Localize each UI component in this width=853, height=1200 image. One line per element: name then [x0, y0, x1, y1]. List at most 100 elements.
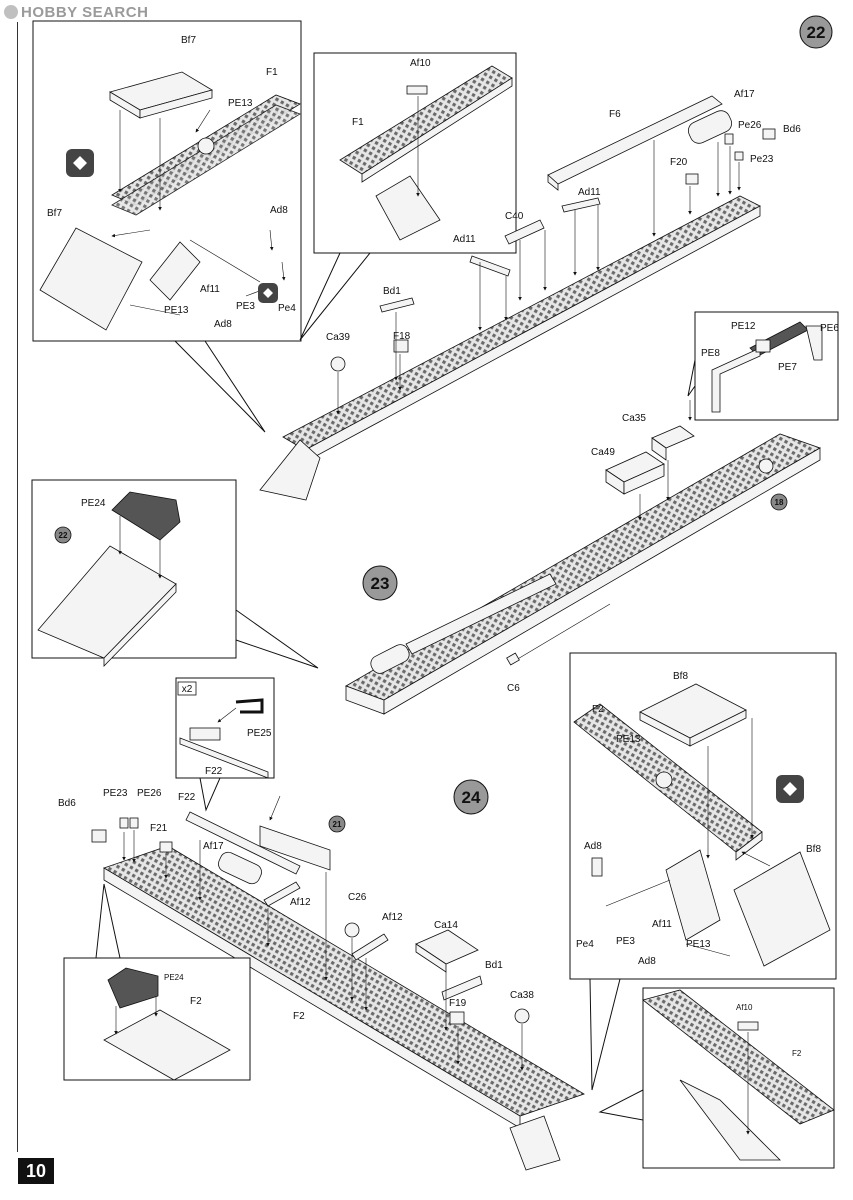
quantity-x2-badge: x2	[177, 681, 197, 696]
part-ad8	[591, 857, 603, 877]
detail-box-pe12	[687, 311, 839, 421]
part-pe13-reel	[197, 137, 215, 155]
label-pe4-left: Pe4	[278, 303, 296, 314]
beam-step-24	[91, 795, 585, 1171]
label-c6: C6	[507, 683, 520, 694]
label-f22-detail: F22	[205, 766, 223, 777]
part-bd6-24	[91, 829, 107, 843]
label-pe13-right-bottom: PE13	[686, 939, 711, 950]
label-pe7: PE7	[778, 362, 797, 373]
part-bf8-plate	[733, 851, 831, 967]
part-beam-assembly-21	[259, 825, 331, 871]
part-f18	[393, 339, 409, 353]
part-bd6	[762, 128, 776, 140]
label-af11-right: Af11	[652, 919, 672, 930]
label-pe3-right: PE3	[616, 936, 635, 947]
label-f1-middle: F1	[352, 117, 364, 128]
label-af12-left: Af12	[290, 897, 311, 908]
part-ca14-box	[415, 929, 479, 965]
label-af17-bottom: Af17	[203, 841, 224, 852]
part-ad11-right	[561, 197, 601, 213]
label-f20: F20	[670, 157, 688, 168]
label-af10-top: Af10	[410, 58, 431, 69]
label-pe8: PE8	[701, 348, 720, 359]
detail-box-bf7-top-left	[32, 20, 302, 433]
label-bf7-left: Bf7	[47, 208, 62, 219]
label-f2-detail-top: F2	[592, 704, 604, 715]
part-pe25	[235, 698, 264, 714]
part-pe7	[755, 339, 771, 353]
part-ca39	[330, 356, 346, 372]
label-f2-detail-bottom: F2	[792, 1049, 802, 1058]
label-bf8-top: Bf8	[673, 671, 688, 682]
label-ca49: Ca49	[591, 447, 615, 458]
label-bf8-right: Bf8	[806, 844, 821, 855]
label-f22-main: F22	[178, 792, 196, 803]
label-f1-left: F1	[266, 67, 278, 78]
watermark: HOBBY SEARCH	[4, 4, 148, 21]
detail-box-af10-f2	[598, 987, 835, 1169]
label-ad8-top: Ad8	[270, 205, 288, 216]
part-ladder-22	[259, 439, 321, 501]
label-af11-left: Af11	[200, 284, 220, 295]
label-pe25: PE25	[247, 728, 272, 739]
label-f21: F21	[150, 823, 168, 834]
label-f6: F6	[609, 109, 621, 120]
svg-text:24: 24	[462, 788, 481, 807]
step-23-badge: 23	[362, 565, 398, 601]
label-ad8-right-top: Ad8	[584, 841, 602, 852]
watermark-text: HOBBY SEARCH	[21, 4, 149, 21]
part-pe26	[724, 133, 734, 145]
label-pe13-bottom: PE13	[164, 305, 189, 316]
part-beam-rail	[405, 573, 557, 655]
label-pe23-bottom: PE23	[103, 788, 128, 799]
beam-step-22	[259, 95, 776, 501]
label-pe4-right: Pe4	[576, 939, 594, 950]
detail-box-pe24-bottom	[63, 883, 251, 1081]
part-pe23	[734, 151, 744, 161]
part-reel-23	[758, 458, 774, 474]
part-ladder-24	[509, 1115, 561, 1171]
ref-22-badge: 22	[54, 526, 72, 544]
label-pe24-top: PE24	[81, 498, 106, 509]
label-ad11-right: Ad11	[578, 187, 601, 198]
part-pe24-bottom	[107, 967, 159, 1009]
label-pe13-top: PE13	[228, 98, 253, 109]
rotate-icon-b	[258, 283, 278, 303]
part-bf7-plate-left	[39, 227, 143, 331]
part-f22-detail	[189, 727, 221, 741]
label-af17-top: Af17	[734, 89, 755, 100]
label-c40: C40	[505, 211, 524, 222]
part-ladder	[149, 241, 201, 301]
label-bd6-top: Bd6	[783, 124, 801, 135]
label-bf7-top: Bf7	[181, 35, 196, 46]
beam-step-23	[345, 400, 821, 715]
label-f19: F19	[449, 998, 467, 1009]
part-f2-plate	[103, 1009, 231, 1081]
part-bd1-24	[441, 975, 483, 1001]
svg-text:18: 18	[775, 498, 784, 507]
svg-text:22: 22	[59, 531, 68, 540]
page-number: 10	[18, 1158, 54, 1184]
part-pe6	[805, 325, 823, 361]
detail-box-pe25	[175, 677, 275, 812]
svg-text:23: 23	[371, 574, 390, 593]
detail-box-bf8-right	[569, 652, 837, 1091]
part-pe23-24	[119, 817, 129, 829]
label-f2-main: F2	[293, 1011, 305, 1022]
label-pe13-right-top: PE13	[616, 734, 641, 745]
label-pe23-top: Pe23	[750, 154, 774, 165]
label-pe26-bottom: PE26	[137, 788, 162, 799]
label-f2-bottom-left: F2	[190, 996, 202, 1007]
label-bd6-bottom: Bd6	[58, 798, 76, 809]
step-22-badge: 22	[799, 15, 833, 49]
ref-18-badge: 18	[770, 493, 788, 511]
part-af17-cylinder-24	[218, 851, 262, 885]
label-pe12: PE12	[731, 321, 756, 332]
svg-text:22: 22	[807, 23, 826, 42]
label-ad11-left: Ad11	[453, 234, 476, 245]
label-bd1-top: Bd1	[383, 286, 401, 297]
part-af17-cylinder	[687, 110, 733, 144]
label-f18: F18	[393, 331, 411, 342]
rotate-icon-c	[776, 775, 804, 803]
